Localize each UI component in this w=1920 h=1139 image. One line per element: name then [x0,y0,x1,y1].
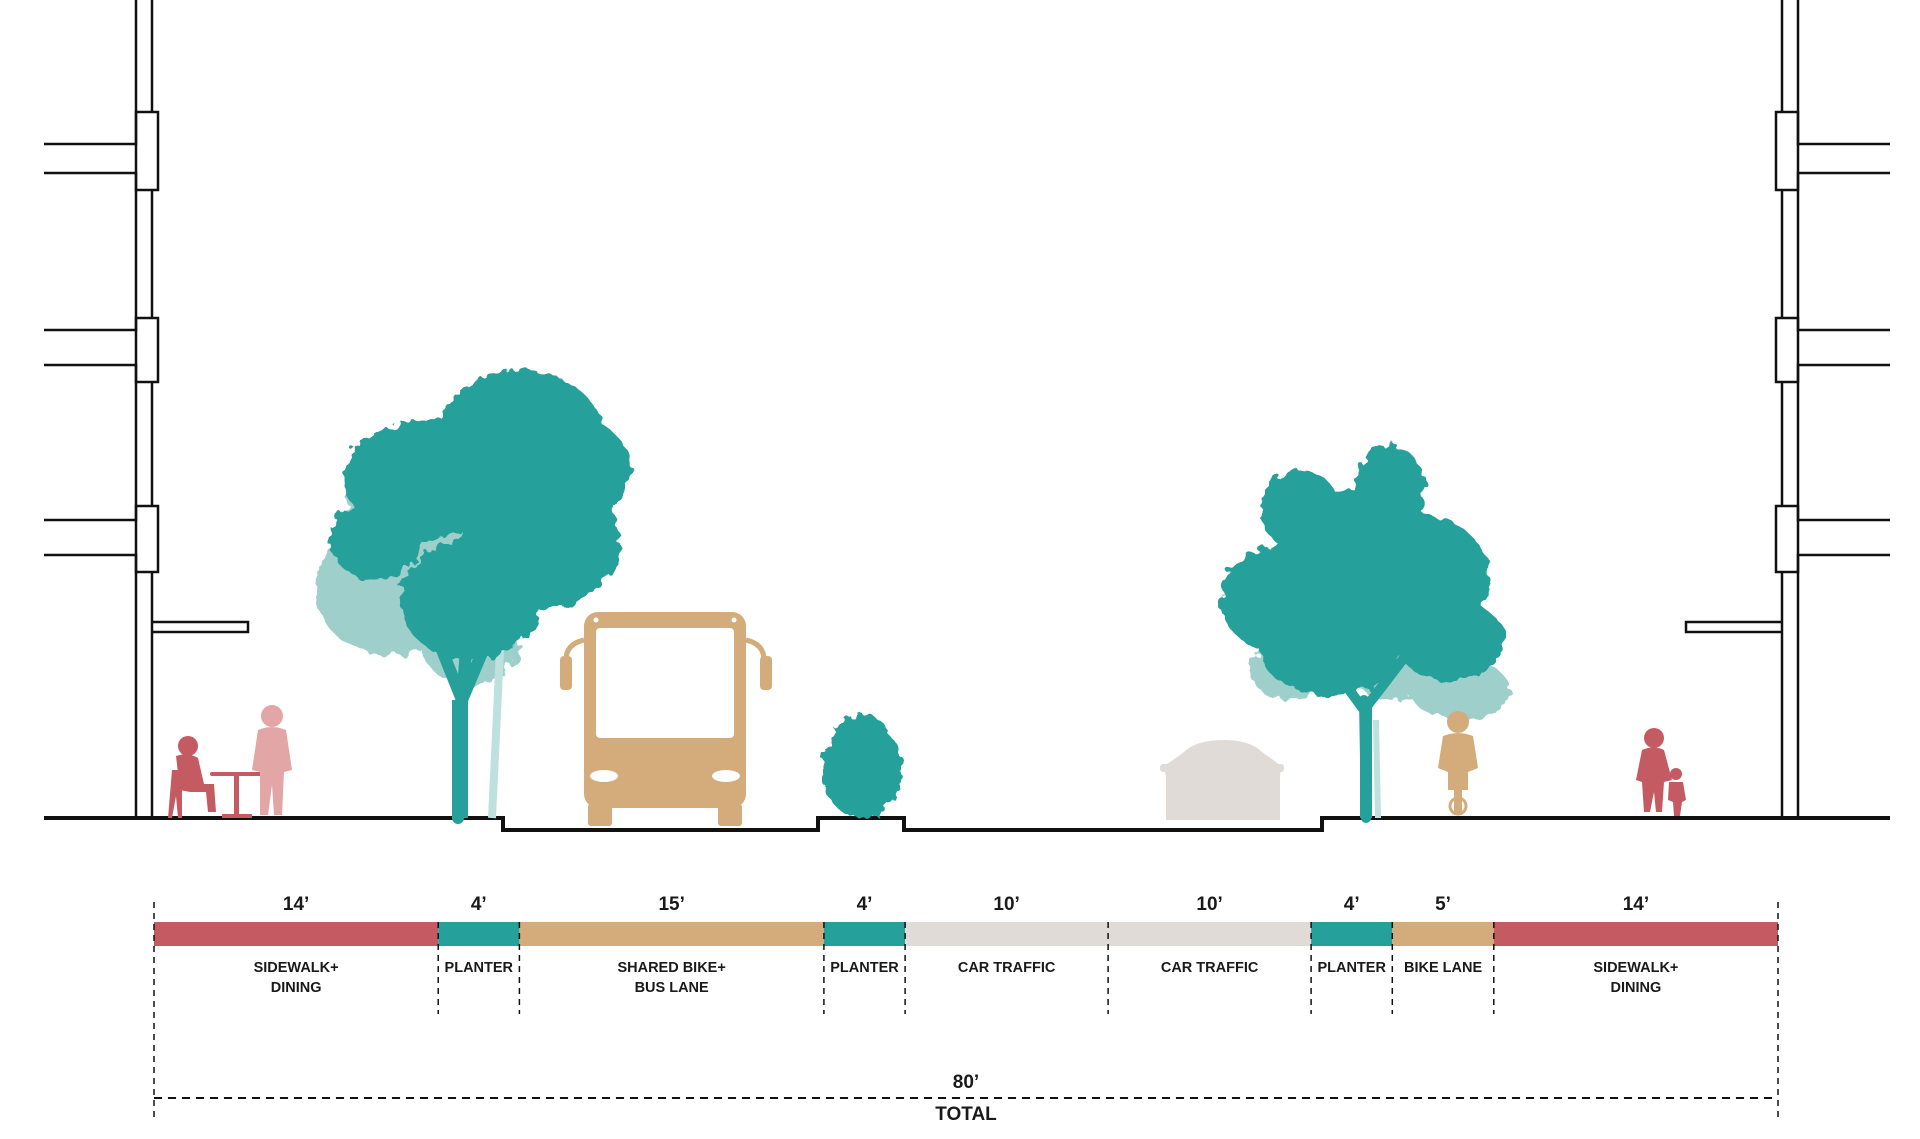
segment-width-label: 15’ [658,894,684,915]
segment-bar-sidewalk [1493,922,1778,946]
segment-name-label: BIKE LANE [1404,960,1482,976]
tree-icon [1220,445,1510,823]
bus-icon [560,612,772,826]
total-label: TOTAL [935,1104,997,1125]
ground-profile [44,816,1890,832]
cyclist-icon [1438,711,1478,816]
segment-name-label: PLANTER [1317,960,1386,976]
right-building-icon [1684,0,1890,818]
segment-name-label: PLANTER [445,960,514,976]
car-icon [1160,740,1284,820]
segment-bar-planter [823,922,906,946]
left-building-icon [44,0,250,818]
segment-width-label: 14’ [1623,894,1649,915]
segment-name-label: DINING [1611,980,1662,996]
segment-width-label: 4’ [857,894,873,915]
segment-name-label: BUS LANE [635,980,709,996]
segment-bar-planter [438,922,520,946]
segment-bar-planter [1311,922,1393,946]
segment-name-label: PLANTER [830,960,899,976]
pedestrian-icon [252,705,292,815]
tree-icon [315,370,630,824]
segment-bar-tan [1392,922,1494,946]
segment-width-label: 14’ [283,894,309,915]
segment-width-label: 10’ [1196,894,1222,915]
segment-name-label: SIDEWALK+ [254,960,339,976]
segment-bar-car [905,922,1109,946]
segment-bar-tan [519,922,824,946]
segment-width-label: 5’ [1435,894,1451,915]
total-width-value: 80’ [953,1072,979,1093]
pedestrian-icon [1636,728,1686,816]
segment-name-label: SIDEWALK+ [1593,960,1678,976]
segment-name-label: SHARED BIKE+ [617,960,725,976]
segment-bar-car [1108,922,1312,946]
segment-width-label: 10’ [993,894,1019,915]
shrub-icon [822,714,902,818]
segment-name-label: CAR TRAFFIC [1161,960,1259,976]
segment-bar-sidewalk [154,922,439,946]
dimension-bar: 14’ SIDEWALK+ DINING 4’ PLANTER 15’ SHARED BIK… [153,894,1779,1125]
segment-name-label: CAR TRAFFIC [958,960,1056,976]
segment-width-label: 4’ [471,894,487,915]
cafe-table-icon [168,736,264,818]
segment-width-label: 4’ [1344,894,1360,915]
segment-name-label: DINING [271,980,322,996]
